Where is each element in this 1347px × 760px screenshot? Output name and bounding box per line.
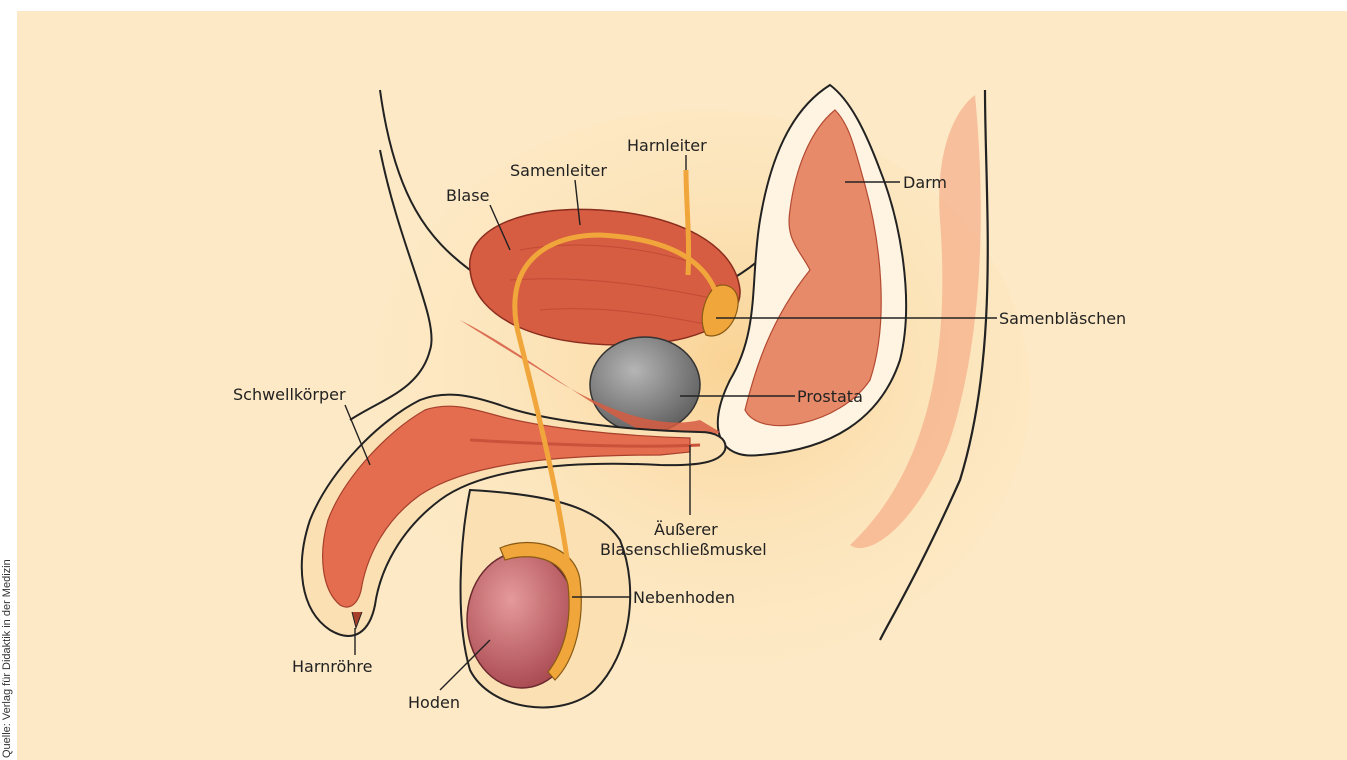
label-nebenhoden: Nebenhoden (633, 588, 735, 607)
harnleiter-shape (686, 170, 689, 275)
label-samenleiter: Samenleiter (510, 161, 607, 180)
label-darm: Darm (903, 173, 947, 192)
label-ausserer-line2: Blasenschließmuskel (600, 540, 767, 559)
label-blase: Blase (446, 186, 489, 205)
label-prostata: Prostata (797, 387, 863, 406)
label-hoden: Hoden (408, 693, 460, 712)
label-harnrohre: Harnröhre (292, 657, 373, 676)
label-ausserer-line1: Äußerer (654, 520, 718, 539)
label-samenblaschen: Samenbläschen (999, 309, 1126, 328)
label-schwellkorper: Schwellkörper (233, 385, 346, 404)
label-harnleiter: Harnleiter (627, 136, 707, 155)
